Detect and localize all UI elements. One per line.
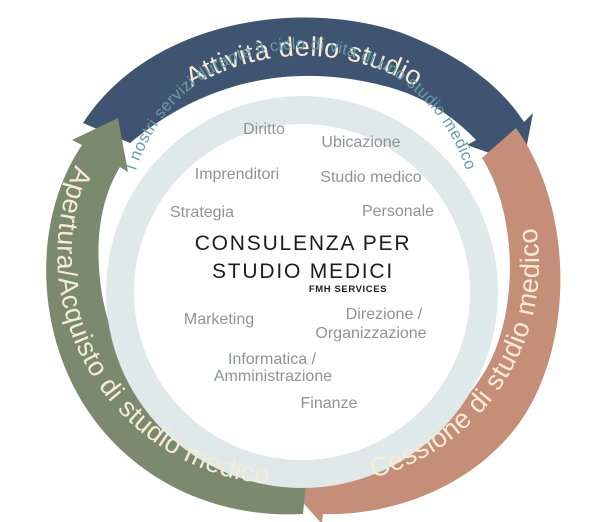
service-organizzazione: Organizzazione	[315, 325, 426, 342]
service-studio-medico: Studio medico	[320, 169, 421, 186]
service-direzione: Direzione /	[346, 306, 423, 323]
title-line-1: CONSULENZA PER	[195, 232, 412, 255]
top-arrow	[83, 17, 533, 166]
left-arrow	[46, 118, 309, 515]
service-personale: Personale	[362, 203, 434, 220]
service-amministrazione: Amministrazione	[214, 368, 332, 385]
service-marketing: Marketing	[184, 311, 254, 328]
service-informatica: Informatica /	[228, 351, 317, 368]
title-line-2: STUDIO MEDICI	[212, 260, 394, 283]
right-arrow	[289, 128, 561, 522]
center-disc	[134, 124, 470, 460]
service-ubicazione: Ubicazione	[321, 134, 400, 151]
service-strategia: Strategia	[170, 204, 234, 221]
cycle-arrows	[46, 17, 561, 522]
service-imprenditori: Imprenditori	[195, 166, 279, 183]
service-finanze: Finanze	[301, 395, 358, 412]
center-title: CONSULENZA PER STUDIO MEDICI FMH SERVICE…	[195, 232, 412, 295]
service-diritto: Diritto	[243, 121, 285, 138]
title-subtitle: FMH SERVICES	[309, 284, 387, 295]
service-labels: Diritto Ubicazione Imprenditori Studio m…	[170, 121, 434, 412]
